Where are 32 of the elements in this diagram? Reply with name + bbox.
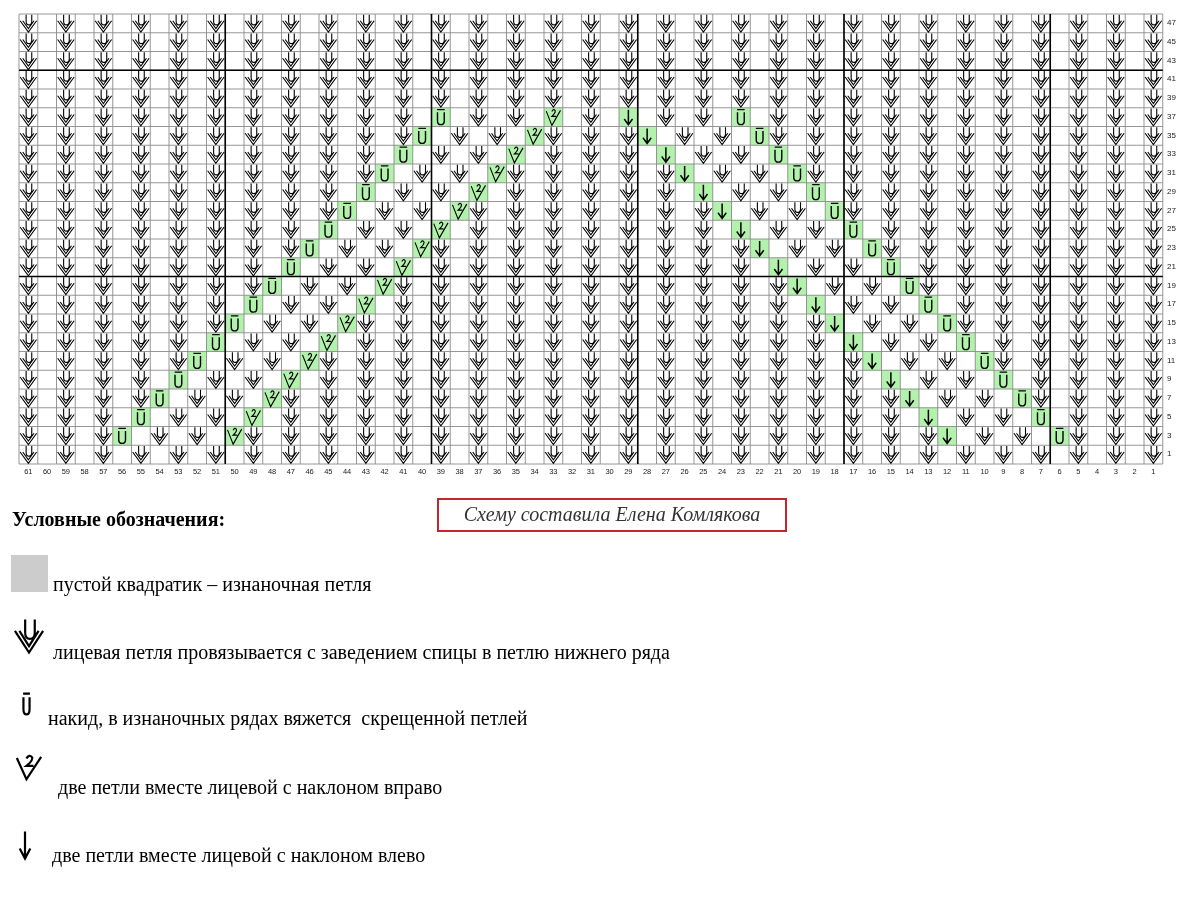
row-number: 27 <box>1167 204 1176 217</box>
row-number: 41 <box>1167 73 1176 86</box>
row-number: 45 <box>1167 35 1176 48</box>
row-number: 19 <box>1167 279 1176 292</box>
row-number: 31 <box>1167 167 1176 179</box>
row-number: 13 <box>1167 335 1176 348</box>
row-number: 47 <box>1167 17 1176 29</box>
row-number: 11 <box>1167 354 1176 367</box>
legend-text: накид, в изнаночных рядах вяжется скрещенной петлей <box>48 706 528 730</box>
row-number: 25 <box>1167 223 1176 236</box>
row-number: 39 <box>1167 92 1176 104</box>
row-number: 43 <box>1167 54 1176 67</box>
row-number: 29 <box>1167 185 1176 198</box>
author-credit: Схему составила Елена Комлякова <box>462 502 762 526</box>
legend-text: две петли вместе лицевой с наклоном влево <box>52 843 426 867</box>
row-number: 35 <box>1167 129 1176 142</box>
row-number: 17 <box>1167 298 1176 311</box>
row-number: 37 <box>1167 110 1176 123</box>
row-number: 9 <box>1167 373 1172 386</box>
credit-box <box>437 498 787 532</box>
legend-heading: Условные обозначения: <box>12 507 226 531</box>
row-number: 7 <box>1167 392 1172 404</box>
row-number: 23 <box>1167 242 1176 254</box>
legend-text: пустой квадратик – изнаночная петля <box>53 572 372 596</box>
row-number: 5 <box>1167 410 1172 423</box>
row-number: 21 <box>1167 260 1176 273</box>
row-number: 15 <box>1167 317 1176 329</box>
row-number: 3 <box>1167 429 1172 442</box>
row-number: 1 <box>1167 448 1172 461</box>
legend-text: лицевая петля провязывается с заведением спицы в петлю нижнего ряда <box>53 640 670 664</box>
legend-text: две петли вместе лицевой с наклоном вправо <box>58 775 443 799</box>
row-number: 33 <box>1167 148 1176 161</box>
